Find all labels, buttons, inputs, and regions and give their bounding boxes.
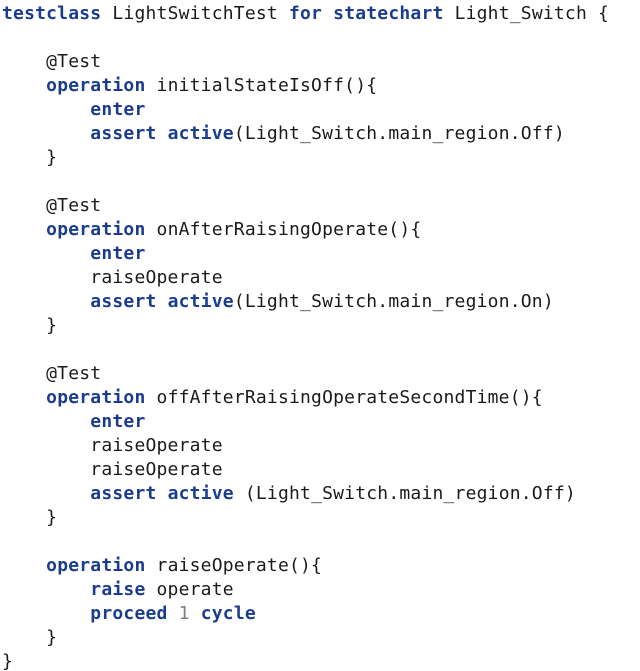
code-line: @Test [2,362,640,386]
code-token [2,555,46,576]
code-token: raiseOperate(){ [145,555,323,576]
code-token [2,483,90,504]
code-token [190,603,201,624]
code-token [157,291,168,312]
code-line: raiseOperate [2,458,640,482]
code-token: (Light_Switch.main_region.Off) [233,483,576,504]
keyword-token: cycle [200,603,256,624]
code-token: } [2,627,58,648]
code-line: assert active(Light_Switch.main_region.O… [2,290,640,314]
keyword-token: enter [90,243,146,264]
code-token: Light_Switch { [443,3,610,24]
code-token [168,603,179,624]
code-token [157,483,168,504]
code-token: onAfterRaisingOperate(){ [145,219,422,240]
code-line: operation initialStateIsOff(){ [2,74,640,98]
code-line: } [2,506,640,530]
code-token: @Test [2,195,102,216]
code-token: LightSwitchTest [101,3,289,24]
code-token: offAfterRaisingOperateSecondTime(){ [145,387,543,408]
code-token [2,291,90,312]
code-token [2,75,46,96]
code-line [2,26,640,50]
code-line: operation raiseOperate(){ [2,554,640,578]
code-line: @Test [2,194,640,218]
code-token: (Light_Switch.main_region.On) [233,291,554,312]
code-token [2,219,46,240]
keyword-token: active [167,483,234,504]
code-line: operation offAfterRaisingOperateSecondTi… [2,386,640,410]
code-token [2,603,90,624]
keyword-token: operation [46,75,146,96]
code-line: operation onAfterRaisingOperate(){ [2,218,640,242]
code-token: raiseOperate [2,435,223,456]
keyword-token: operation [46,219,146,240]
code-line: } [2,146,640,170]
keyword-token: enter [90,99,146,120]
code-token: } [2,507,58,528]
code-token [157,123,168,144]
code-token: operate [145,579,234,600]
code-token: raiseOperate [2,459,223,480]
code-token: initialStateIsOff(){ [145,75,378,96]
code-line: assert active (Light_Switch.main_region.… [2,482,640,506]
code-line: } [2,626,640,650]
code-token [322,3,333,24]
keyword-token: assert [90,123,157,144]
code-line: enter [2,98,640,122]
code-token: @Test [2,363,102,384]
code-token [2,579,90,600]
code-token [2,387,46,408]
code-line [2,338,640,362]
code-line: assert active(Light_Switch.main_region.O… [2,122,640,146]
keyword-token: statechart [333,3,444,24]
code-line: raiseOperate [2,434,640,458]
keyword-token: active [167,123,234,144]
keyword-token: enter [90,411,146,432]
number-token: 1 [178,603,190,624]
keyword-token: assert [90,291,157,312]
code-line: raiseOperate [2,266,640,290]
keyword-token: testclass [2,3,102,24]
keyword-token: proceed [90,603,168,624]
code-token [2,243,90,264]
code-line: raise operate [2,578,640,602]
code-line [2,170,640,194]
keyword-token: operation [46,555,146,576]
code-token [2,411,90,432]
code-token: @Test [2,51,102,72]
code-token: } [2,147,58,168]
code-token: } [2,315,58,336]
code-line: } [2,650,640,671]
code-line: proceed 1 cycle [2,602,640,626]
code-line: enter [2,410,640,434]
keyword-token: active [167,291,234,312]
code-token: raiseOperate [2,267,223,288]
code-token [2,123,90,144]
keyword-token: assert [90,483,157,504]
code-token [2,99,90,120]
keyword-token: operation [46,387,146,408]
code-token: (Light_Switch.main_region.Off) [233,123,565,144]
keyword-token: for [288,3,323,24]
code-line: enter [2,242,640,266]
code-line: } [2,314,640,338]
code-token: } [2,651,14,671]
keyword-token: raise [90,579,146,600]
code-line [2,530,640,554]
code-line: @Test [2,50,640,74]
code-line: testclass LightSwitchTest for statechart… [2,2,640,26]
